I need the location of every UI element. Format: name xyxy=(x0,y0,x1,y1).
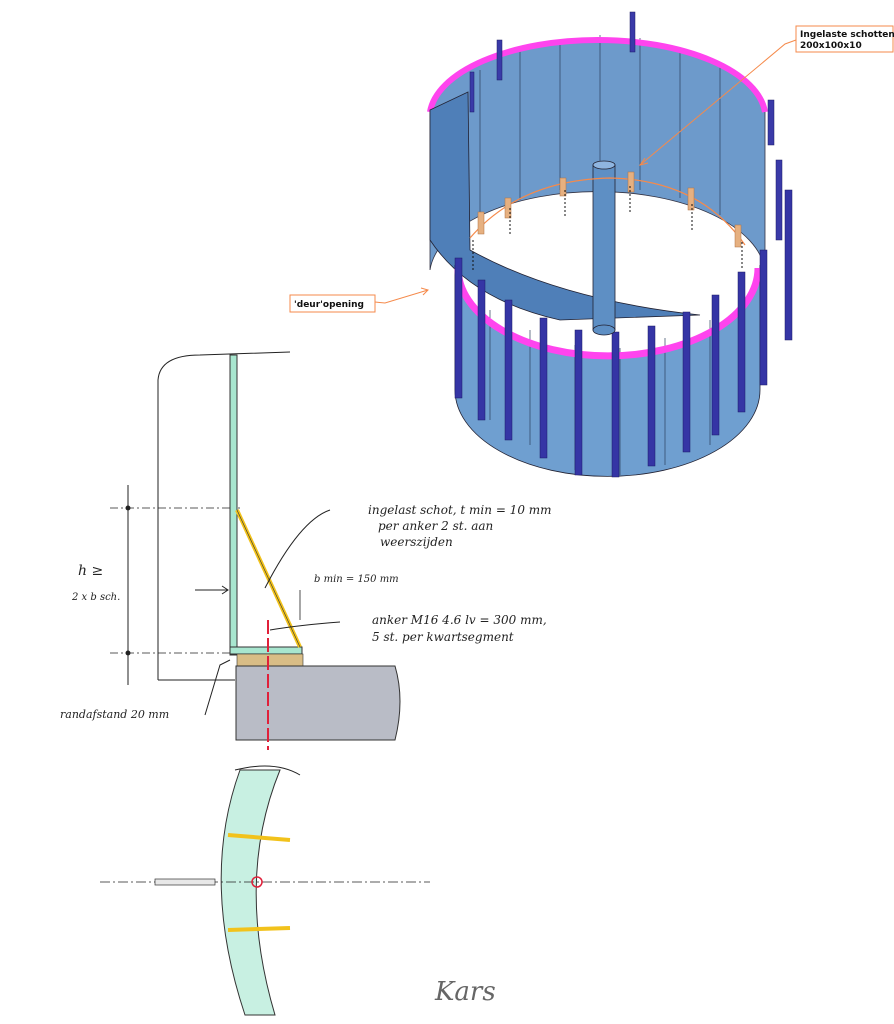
signature: Kars xyxy=(434,977,496,1007)
anchor-circle xyxy=(469,177,746,246)
callout-deur: 'deur'opening xyxy=(294,300,364,310)
note-anker-1: anker M16 4.6 lv = 300 mm, xyxy=(372,613,547,627)
note-h-1: h ≥ xyxy=(78,563,103,579)
note-anker-2: 5 st. per kwartsegment xyxy=(372,630,514,644)
note-bmin: b min = 150 mm xyxy=(314,574,399,585)
section-sketch xyxy=(110,351,401,750)
note-schot-3: weerszijden xyxy=(380,535,453,549)
note-schot-1: ingelast schot, t min = 10 mm xyxy=(368,503,552,517)
note-schot-2: per anker 2 st. aan xyxy=(378,519,493,533)
plan-anchor xyxy=(251,876,263,888)
callout-schotten-line1: Ingelaste schotten xyxy=(800,30,894,40)
steel-wall xyxy=(229,354,238,656)
concrete-foundation xyxy=(235,665,401,741)
central-column xyxy=(592,164,616,331)
callout-deur-box xyxy=(289,294,376,313)
plan-wall-band xyxy=(220,769,281,1016)
plan-view-sketch xyxy=(100,765,430,1016)
note-h-2: 2 x b sch. xyxy=(71,592,120,603)
welded-plates xyxy=(477,171,742,248)
callout-schotten-box xyxy=(795,25,894,53)
cylinder-model: Ingelaste schotten 200x100x10 'deur'open… xyxy=(289,11,894,478)
top-rim xyxy=(427,37,768,113)
callout-schotten-line2: 200x100x10 xyxy=(800,41,862,51)
note-randafstand: randafstand 20 mm xyxy=(60,708,169,721)
grout-layer xyxy=(236,653,304,667)
